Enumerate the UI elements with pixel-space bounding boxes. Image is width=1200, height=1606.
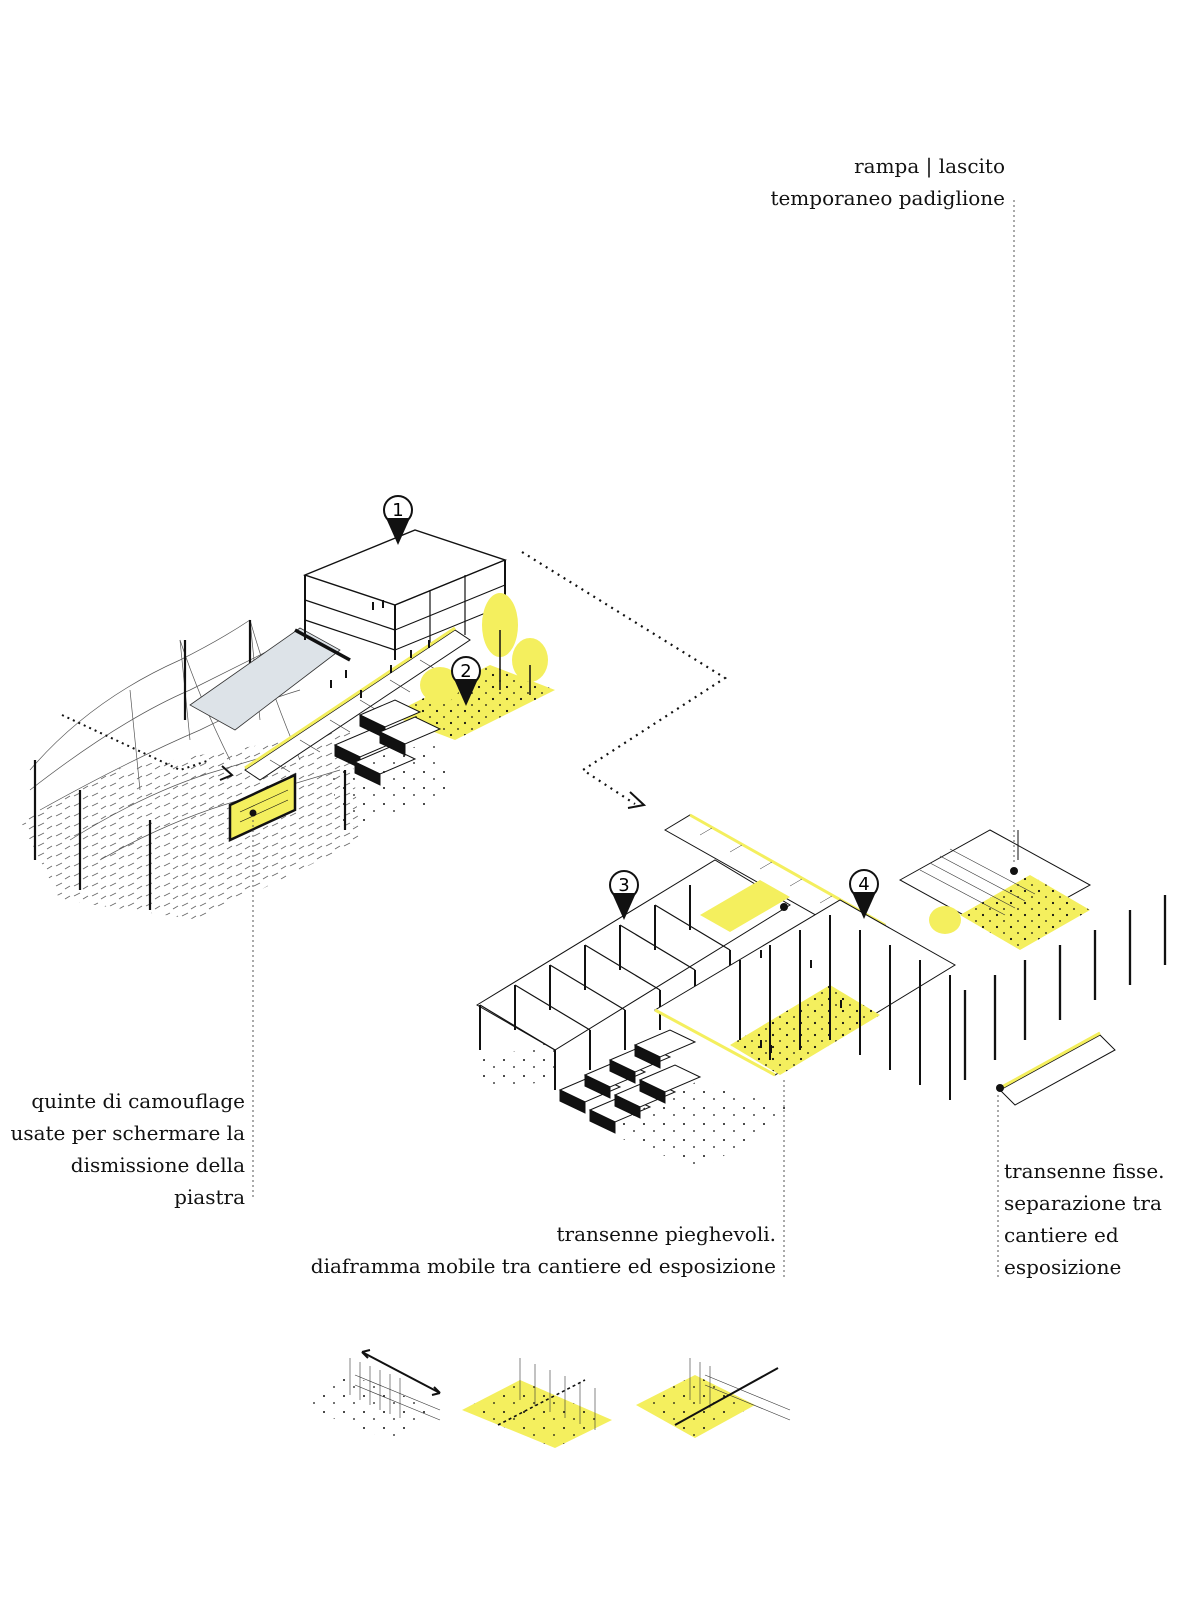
right-dots-ground: [600, 1080, 800, 1170]
right-containers: [558, 1029, 702, 1134]
marker-4-number: 4: [858, 874, 869, 895]
left-ramp: [244, 600, 471, 781]
canopy-ground: [20, 730, 360, 920]
fixed-barrier-icon: [298, 1349, 441, 1440]
annotation-pieghevoli: transenne pieghevoli. diaframma mobile t…: [311, 1218, 776, 1282]
marker-2-number: 2: [460, 661, 471, 682]
entry-arrow: [61, 714, 211, 772]
annotation-fisse-line-1: transenne fisse.: [1004, 1159, 1165, 1183]
annotation-rampa-line-1: rampa | lascito: [854, 154, 1005, 178]
entry-arrow-head: [219, 765, 234, 781]
marker-pin-3: 3: [609, 870, 639, 920]
sliding-barrier-icon: [636, 1358, 791, 1438]
annotation-fisse-line-4: esposizione: [1004, 1255, 1122, 1279]
annotation-camouflage-line-4: piastra: [174, 1185, 245, 1209]
annotation-camouflage: quinte di camouflage usate per schermare…: [10, 1085, 245, 1213]
pavilion: [898, 829, 1092, 950]
lower-ramp: [996, 1031, 1116, 1106]
building-frame: [294, 529, 508, 662]
grey-roof-slab: [189, 627, 341, 731]
annotation-fisse: transenne fisse. separazione tra cantier…: [1004, 1155, 1165, 1283]
annotation-camouflage-line-1: quinte di camouflage: [31, 1089, 245, 1113]
camouflage-panel: [228, 773, 297, 842]
annotation-fisse-line-3: cantiere ed: [1004, 1223, 1119, 1247]
right-dots-ground-2: [480, 1040, 560, 1090]
annotation-rampa-line-2: temporaneo padiglione: [770, 186, 1005, 210]
marker-3-number: 3: [618, 875, 629, 896]
connection-arrow: [521, 551, 728, 805]
legend: [298, 1349, 791, 1448]
marker-1-number: 1: [392, 500, 403, 521]
fin-walls: [963, 895, 1167, 1080]
exhibition-core: [653, 880, 956, 1100]
annotation-pieghevoli-line-1: transenne pieghevoli.: [556, 1222, 776, 1246]
marker-pin-4: 4: [849, 869, 879, 919]
leader-lines: [252, 200, 1015, 1280]
left-site-group: [20, 529, 555, 920]
right-site-group: [476, 813, 1167, 1170]
annotation-rampa: rampa | lascito temporaneo padiglione: [770, 150, 1005, 214]
connection-arrow-head: [627, 791, 647, 809]
annotation-camouflage-line-2: usate per schermare la: [10, 1121, 245, 1145]
marker-pin-2: 2: [451, 656, 481, 706]
people-figures: [330, 600, 430, 698]
annotation-pieghevoli-line-2: diaframma mobile tra cantiere ed esposiz…: [310, 1254, 776, 1278]
left-dots-ground: [330, 740, 450, 830]
yellow-plaza: [390, 593, 555, 740]
marker-pin-1: 1: [383, 495, 413, 545]
folding-barrier-icon: [462, 1358, 612, 1448]
annotation-fisse-line-2: separazione tra: [1004, 1191, 1162, 1215]
annotation-camouflage-line-3: dismissione della: [70, 1153, 245, 1177]
